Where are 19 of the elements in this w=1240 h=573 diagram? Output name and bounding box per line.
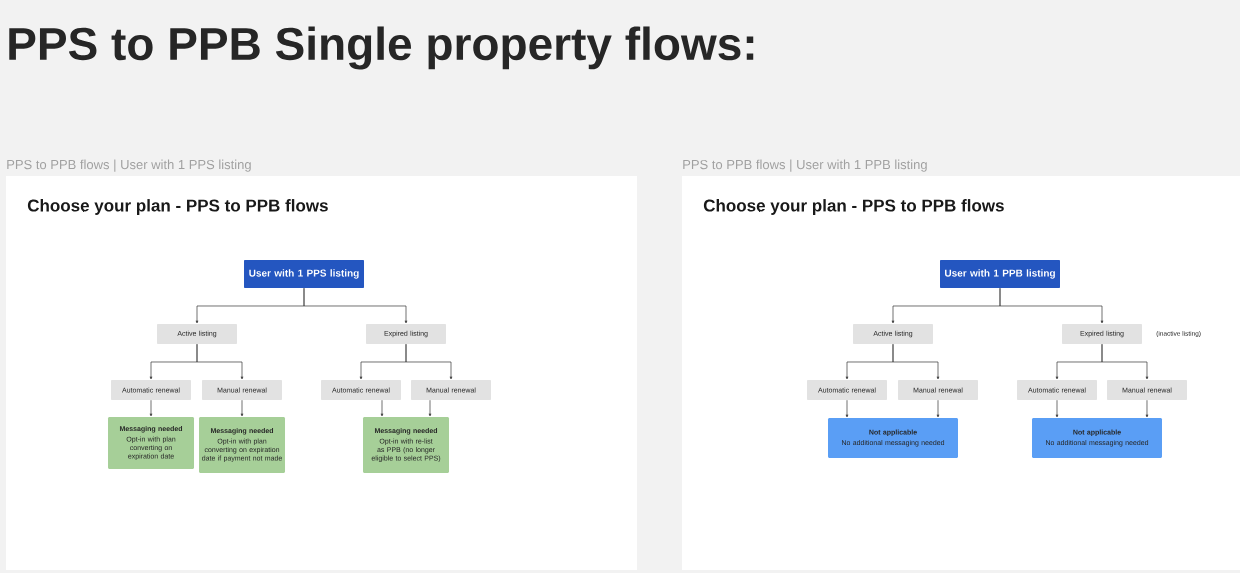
arrow bbox=[196, 343, 244, 380]
arrow bbox=[380, 399, 384, 417]
arrow bbox=[149, 399, 153, 417]
root-box: User with 1 PPB listing bbox=[940, 260, 1060, 288]
arrow bbox=[999, 287, 1104, 324]
arrow bbox=[240, 399, 244, 417]
arrow bbox=[303, 287, 408, 324]
node-label: PPS to PPB flows | User with 1 PPB listing bbox=[683, 159, 927, 172]
arrow bbox=[936, 399, 940, 418]
arrow bbox=[845, 399, 849, 418]
arrow bbox=[1055, 399, 1059, 418]
arrow bbox=[1101, 343, 1149, 380]
arrow bbox=[428, 399, 432, 417]
arrow bbox=[892, 343, 940, 380]
page-title: PPS to PPB Single property flows: bbox=[9, 26, 754, 70]
arrow bbox=[405, 343, 453, 380]
arrow bbox=[1145, 399, 1149, 418]
root-box: User with 1 PPS listing bbox=[244, 260, 364, 288]
node-label: PPS to PPB flows | User with 1 PPS listing bbox=[7, 159, 251, 172]
